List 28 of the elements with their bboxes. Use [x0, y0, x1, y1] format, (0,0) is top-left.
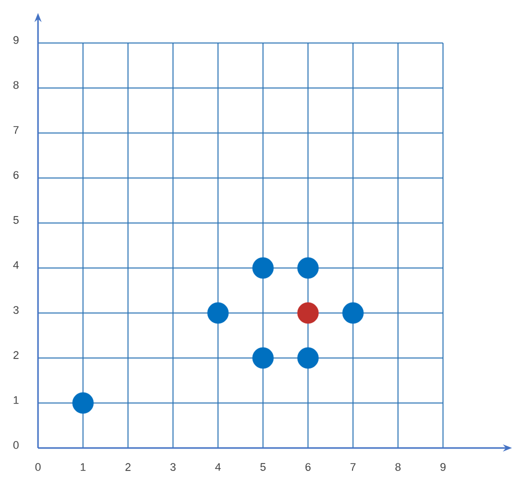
tick-label: 4 — [13, 261, 19, 269]
tick-label: 5 — [13, 216, 19, 224]
tick-label: 7 — [350, 463, 356, 471]
tick-label: 5 — [260, 463, 266, 471]
tick-label: 7 — [14, 126, 19, 134]
tick-label: 3 — [170, 463, 176, 471]
tick-label: 6 — [306, 463, 311, 471]
tick-label: 0 — [35, 463, 41, 471]
tick-label: 0 — [13, 441, 19, 449]
dot — [297, 257, 319, 279]
tick-label: 2 — [14, 351, 19, 359]
tick-label: 1 — [14, 396, 19, 404]
tick-label: 8 — [395, 463, 401, 471]
tick-label: 6 — [14, 171, 19, 179]
dot — [297, 347, 319, 369]
tick-label: 9 — [13, 36, 19, 44]
tick-label: 4 — [215, 463, 221, 471]
tick-label: 1 — [80, 463, 86, 471]
dot — [207, 302, 229, 324]
tick-label: 9 — [440, 463, 446, 471]
dot — [72, 392, 94, 414]
tick-label: 8 — [13, 81, 19, 89]
dot — [252, 257, 274, 279]
tick-label: 2 — [126, 463, 131, 471]
dot — [297, 302, 319, 324]
dot — [252, 347, 274, 369]
tick-label: 3 — [13, 306, 19, 314]
dot — [342, 302, 364, 324]
